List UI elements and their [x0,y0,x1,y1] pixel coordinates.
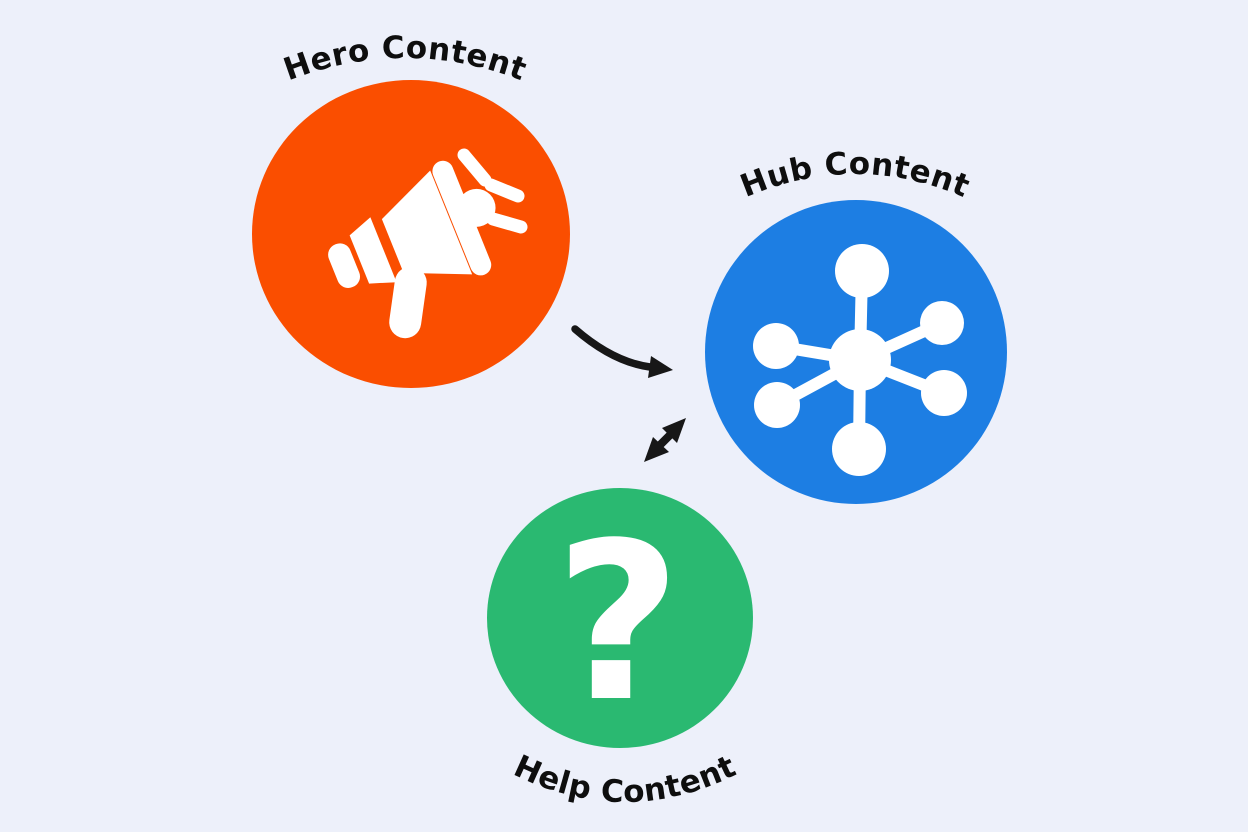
megaphone-knob [457,188,496,227]
hub-outer-circle [754,382,800,428]
megaphone-body [328,160,496,339]
hub-spoke-network-icon [753,244,967,476]
arrow-head-lower [644,437,669,462]
megaphone-band [349,217,397,284]
megaphone-mouthpiece [328,243,361,288]
hub-outer-circle [921,370,967,416]
sound-line [486,212,528,234]
megaphone-horn [381,170,473,275]
sound-line [484,178,525,203]
double-arrow-shaft [655,430,675,450]
arrow-head-upper [662,418,686,443]
hero-to-hub-connector [571,325,673,378]
hub-outer-circle [832,422,886,476]
hub-outer-circle [835,244,889,298]
megaphone-sound-lines [457,148,528,234]
question-mark-icon: ? [555,497,681,750]
hub-center-circle [829,329,891,391]
megaphone-handle [389,266,427,339]
help-circle [487,488,753,748]
hub-outer-circle [920,301,964,345]
hub-help-two-way-connector [644,418,686,462]
help-node: ? Help Content [487,488,753,810]
sound-line [457,148,492,187]
megaphone-icon [328,148,528,339]
curved-arrow-shaft [571,325,654,371]
hub-outer-circle [753,323,799,369]
arrow-head [648,356,673,378]
